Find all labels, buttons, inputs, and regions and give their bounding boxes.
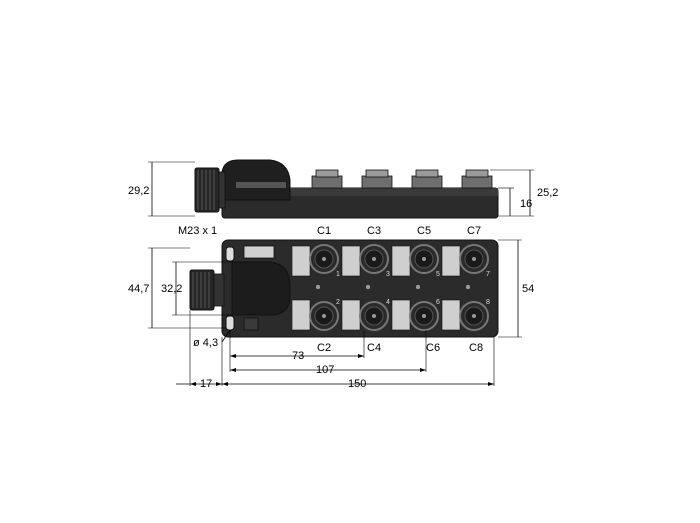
label-m23: M23 x 1 bbox=[178, 225, 217, 237]
label-fields bbox=[291, 245, 461, 331]
dim-73: 73 bbox=[292, 350, 304, 362]
label-c6: C6 bbox=[426, 342, 440, 354]
port-c3 bbox=[359, 244, 389, 274]
port-c4 bbox=[359, 301, 389, 331]
side-view bbox=[194, 159, 499, 219]
side-port-caps bbox=[311, 169, 493, 189]
label-c5: C5 bbox=[417, 225, 431, 237]
side-elbow-housing bbox=[221, 159, 291, 201]
dim-29-2: 29,2 bbox=[128, 185, 149, 197]
dim-32-2: 32,2 bbox=[161, 283, 182, 295]
port-number-2: 2 bbox=[336, 299, 340, 306]
port-number-1: 1 bbox=[336, 271, 340, 278]
dim-25-2: 25,2 bbox=[537, 187, 558, 199]
label-c8: C8 bbox=[469, 342, 483, 354]
port-number-8: 8 bbox=[486, 299, 490, 306]
port-c7 bbox=[459, 244, 489, 274]
label-c3: C3 bbox=[367, 225, 381, 237]
port-labels: C1 C3 C5 C7 C2 C4 C6 C8 bbox=[317, 225, 483, 354]
label-plate bbox=[243, 245, 275, 259]
label-c2: C2 bbox=[317, 342, 331, 354]
label-c7: C7 bbox=[467, 225, 481, 237]
port-c6 bbox=[409, 301, 439, 331]
front-view: 1 3 5 7 2 4 6 8 bbox=[189, 239, 499, 338]
dim-54: 54 bbox=[522, 283, 534, 295]
label-c1: C1 bbox=[317, 225, 331, 237]
mounting-hole-bottom bbox=[225, 315, 235, 331]
dim-hole-diameter: ø 4,3 bbox=[193, 337, 218, 349]
side-m23-connector bbox=[194, 167, 220, 213]
front-m23-connector bbox=[189, 269, 215, 311]
port-c5 bbox=[409, 244, 439, 274]
port-number-3: 3 bbox=[386, 271, 390, 278]
front-elbow bbox=[231, 261, 291, 316]
dim-17: 17 bbox=[200, 378, 212, 390]
port-number-7: 7 bbox=[486, 271, 490, 278]
side-body-top-strip bbox=[236, 188, 498, 196]
dim-16: 16 bbox=[520, 198, 532, 210]
port-number-6: 6 bbox=[436, 299, 440, 306]
side-dimensions: 29,2 25,2 16 M23 x 1 bbox=[128, 161, 558, 237]
port-number-5: 5 bbox=[436, 271, 440, 278]
mounting-hole-top bbox=[225, 246, 235, 262]
dim-107: 107 bbox=[316, 364, 334, 376]
dim-44-7: 44,7 bbox=[128, 283, 149, 295]
port-c1 bbox=[309, 244, 339, 274]
label-c4: C4 bbox=[367, 342, 381, 354]
dim-150: 150 bbox=[348, 378, 366, 390]
port-number-4: 4 bbox=[386, 299, 390, 306]
port-c8 bbox=[459, 301, 489, 331]
port-c2 bbox=[309, 301, 339, 331]
front-dimensions: 44,7 32,2 54 ø 4,3 73 107 17 bbox=[128, 239, 534, 390]
